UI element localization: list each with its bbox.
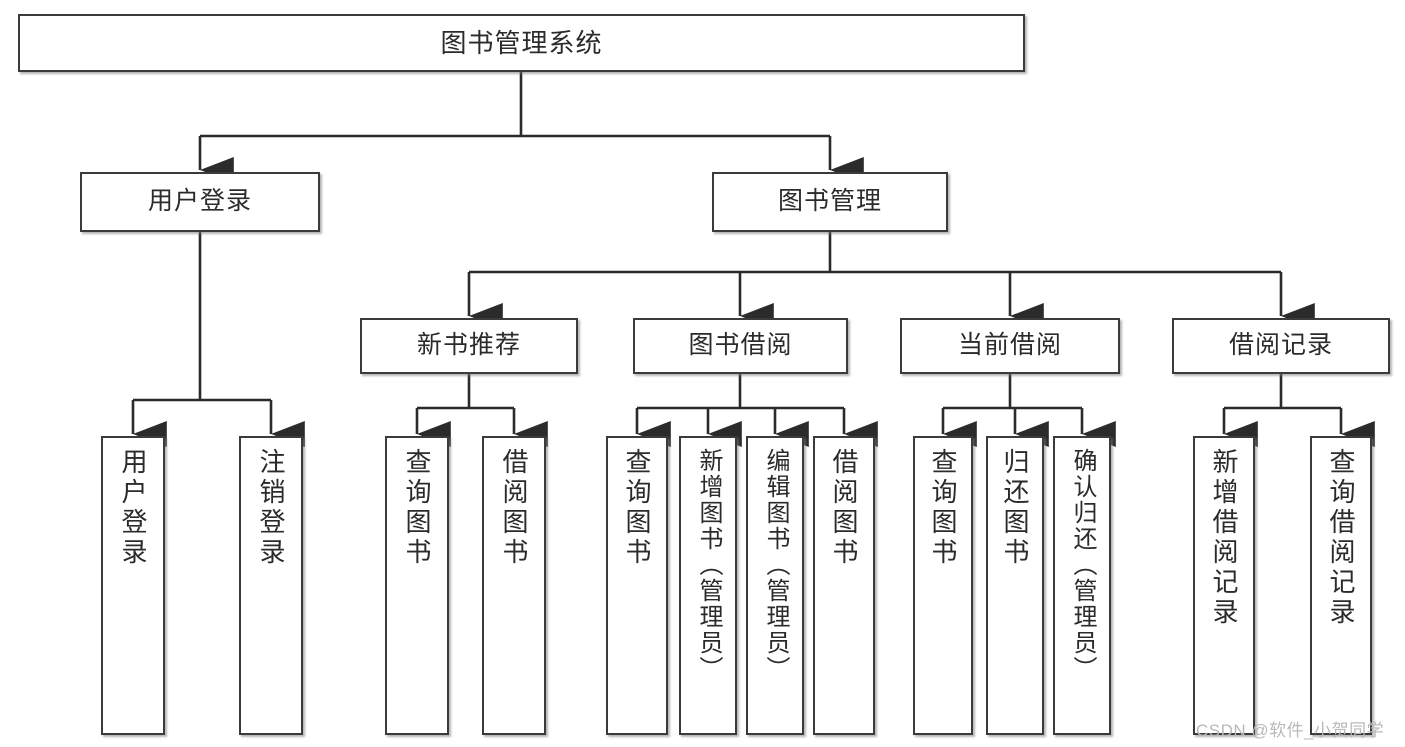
node-label-leaf-confirm-return: 确认归还（管理员） <box>1069 448 1096 682</box>
node-label-borrow-record: 借阅记录 <box>1228 331 1333 360</box>
node-label-leaf-user-login: 用户登录 <box>118 448 148 568</box>
node-label-book-borrow: 图书借阅 <box>688 331 793 360</box>
node-leaf-borrow-book-recommend[interactable]: 借阅图书 <box>482 436 546 735</box>
node-leaf-user-logout[interactable]: 注销登录 <box>239 436 303 735</box>
node-leaf-add-book[interactable]: 新增图书（管理员） <box>679 436 737 735</box>
node-label-leaf-borrow-book: 借阅图书 <box>829 448 859 568</box>
node-leaf-add-borrow-record[interactable]: 新增借阅记录 <box>1193 436 1255 735</box>
node-leaf-user-login[interactable]: 用户登录 <box>101 436 165 735</box>
node-leaf-borrow-book[interactable]: 借阅图书 <box>813 436 875 735</box>
node-leaf-return-book[interactable]: 归还图书 <box>986 436 1044 735</box>
node-label-leaf-add-book: 新增图书（管理员） <box>695 448 722 682</box>
node-leaf-query-book-current[interactable]: 查询图书 <box>913 436 973 735</box>
node-root[interactable]: 图书管理系统 <box>18 14 1025 72</box>
node-current-borrow[interactable]: 当前借阅 <box>900 318 1120 374</box>
node-user-login[interactable]: 用户登录 <box>80 172 320 232</box>
node-label-leaf-query-book-current: 查询图书 <box>928 448 958 568</box>
node-leaf-query-book-borrow[interactable]: 查询图书 <box>606 436 668 735</box>
node-leaf-edit-book[interactable]: 编辑图书（管理员） <box>746 436 804 735</box>
node-label-book-manage: 图书管理 <box>777 187 882 216</box>
node-label-new-book-recommend: 新书推荐 <box>416 331 521 360</box>
node-leaf-query-borrow-record[interactable]: 查询借阅记录 <box>1310 436 1372 735</box>
node-label-current-borrow: 当前借阅 <box>957 331 1062 360</box>
csdn-watermark: CSDN @软件_小贺同学 <box>1196 721 1385 740</box>
node-book-manage[interactable]: 图书管理 <box>712 172 948 232</box>
node-borrow-record[interactable]: 借阅记录 <box>1172 318 1390 374</box>
node-label-leaf-query-book-recommend: 查询图书 <box>402 448 432 568</box>
node-label-leaf-query-book-borrow: 查询图书 <box>622 448 652 568</box>
node-label-leaf-return-book: 归还图书 <box>1000 448 1030 568</box>
node-label-leaf-borrow-book-recommend: 借阅图书 <box>499 448 529 568</box>
node-book-borrow[interactable]: 图书借阅 <box>633 318 848 374</box>
node-label-root: 图书管理系统 <box>440 27 603 58</box>
node-label-leaf-edit-book: 编辑图书（管理员） <box>762 448 789 682</box>
node-label-leaf-query-borrow-record: 查询借阅记录 <box>1326 448 1356 628</box>
node-label-leaf-user-logout: 注销登录 <box>256 448 286 568</box>
node-label-leaf-add-borrow-record: 新增借阅记录 <box>1209 448 1239 628</box>
node-leaf-query-book-recommend[interactable]: 查询图书 <box>385 436 449 735</box>
node-leaf-confirm-return[interactable]: 确认归还（管理员） <box>1053 436 1111 735</box>
node-new-book-recommend[interactable]: 新书推荐 <box>360 318 578 374</box>
node-label-user-login: 用户登录 <box>147 187 252 216</box>
